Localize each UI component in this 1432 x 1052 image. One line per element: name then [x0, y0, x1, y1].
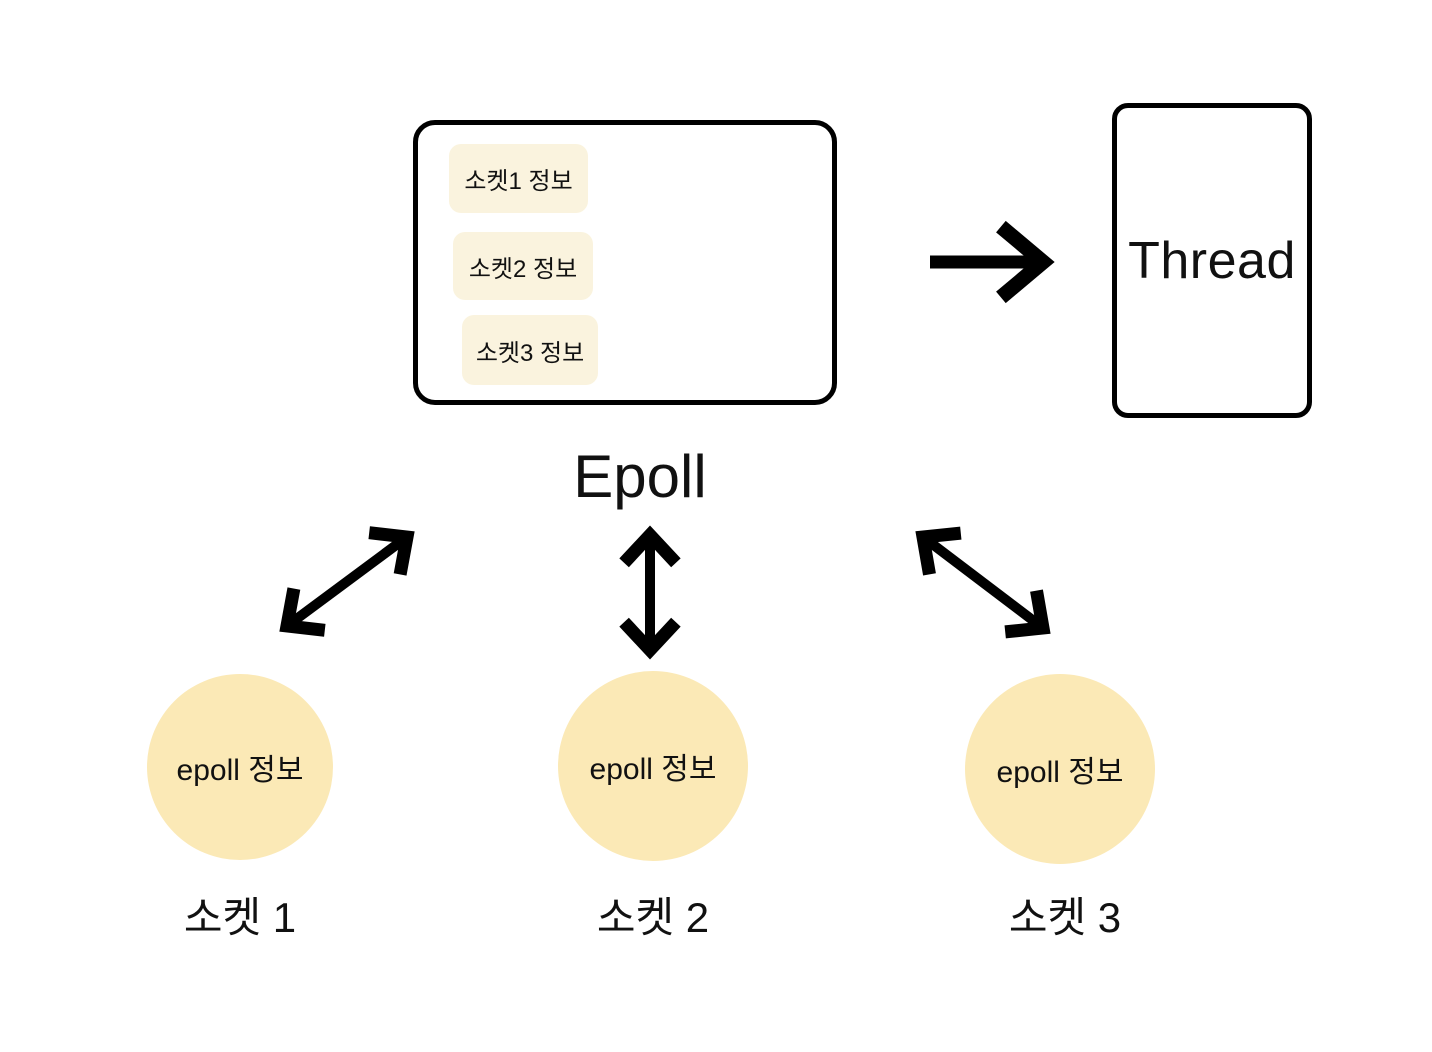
socket2-epoll-info-circle: epoll 정보	[558, 671, 748, 861]
socket1-epoll-info-label: epoll 정보	[176, 754, 304, 787]
thread-box: Thread	[1112, 103, 1312, 418]
arrow-epoll-socket1	[279, 526, 415, 637]
socket1-epoll-info-circle: epoll 정보	[147, 674, 333, 860]
socket3-epoll-info-label: epoll 정보	[996, 756, 1124, 789]
socket2-info-chip-label: 소켓2 정보	[468, 255, 578, 283]
epoll-title: Epoll	[573, 443, 707, 510]
socket1-info-chip-label: 소켓1 정보	[464, 168, 573, 195]
arrow-epoll-to-thread	[930, 220, 1055, 304]
epoll-box: 소켓1 정보 소켓2 정보 소켓3 정보	[413, 120, 837, 405]
socket2-info-chip: 소켓2 정보	[453, 232, 593, 300]
socket3-label: 소켓 3	[1008, 894, 1122, 941]
socket3-info-chip: 소켓3 정보	[462, 315, 598, 385]
socket1-label: 소켓 1	[183, 894, 297, 941]
arrow-epoll-socket3	[915, 526, 1051, 639]
thread-box-label: Thread	[1128, 231, 1296, 290]
socket2-label: 소켓 2	[596, 894, 710, 941]
arrow-epoll-socket2	[619, 525, 681, 660]
socket3-epoll-info-circle: epoll 정보	[965, 674, 1155, 864]
socket2-epoll-info-label: epoll 정보	[589, 753, 717, 786]
socket3-info-chip-label: 소켓3 정보	[475, 339, 585, 367]
socket1-info-chip: 소켓1 정보	[449, 144, 588, 213]
